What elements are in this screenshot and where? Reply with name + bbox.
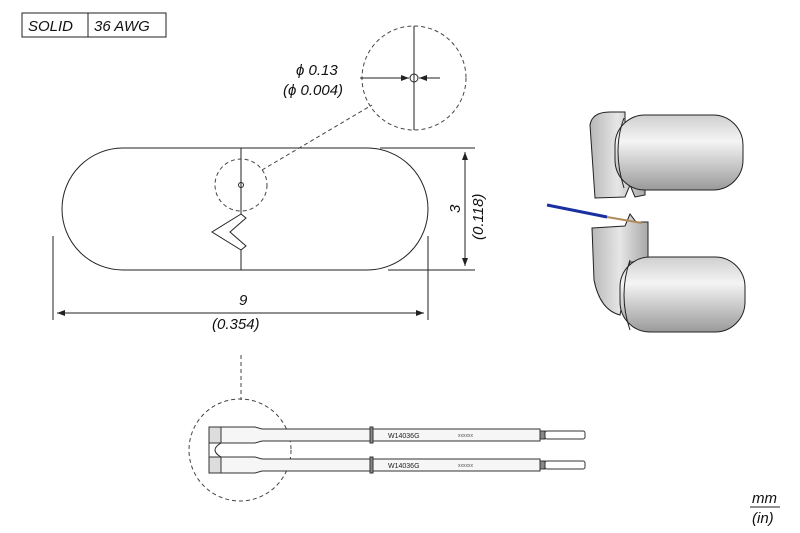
tip-side-view: W14036G W14036G xxxxxx xxxxxx: [188, 398, 586, 502]
height-in: (0.118): [470, 194, 487, 240]
tip-3d-illustration: [546, 111, 746, 333]
marking-bottom: xxxxxx: [458, 463, 474, 469]
part-number-top: W14036G: [388, 433, 420, 440]
marking-top: xxxxxx: [458, 433, 474, 439]
spec-box: SOLID 36 AWG: [21, 12, 167, 38]
height-dimension: 3 (0.118): [380, 147, 487, 271]
wire-core: [606, 216, 643, 224]
wire-type-label: SOLID: [28, 18, 73, 35]
width-dimension: 9 (0.354): [52, 236, 429, 333]
hole-diameter-mm: ϕ 0.13: [296, 62, 338, 79]
unit-in: (in): [752, 510, 774, 527]
width-in: (0.354): [212, 316, 260, 333]
tip-top-view: [61, 104, 429, 271]
height-mm: 3: [447, 204, 464, 213]
width-mm: 9: [239, 292, 248, 309]
units-legend: mm (in): [750, 490, 780, 527]
wire-insulation: [546, 203, 608, 219]
hole-marker: [238, 182, 244, 188]
detail-circle-small: [214, 158, 268, 212]
unit-mm: mm: [752, 490, 777, 507]
part-number-bottom: W14036G: [388, 463, 420, 470]
hole-detail: ϕ 0.13 (ϕ 0.004): [283, 25, 467, 131]
hole-diameter-in: (ϕ 0.004): [283, 82, 343, 99]
wire-gauge-label: 36 AWG: [94, 18, 150, 35]
